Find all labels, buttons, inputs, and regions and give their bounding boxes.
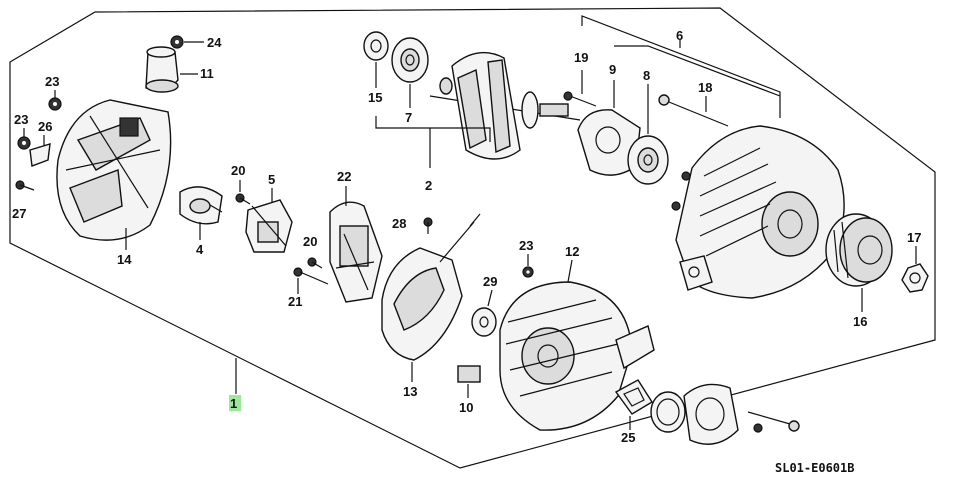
label-part-25[interactable]: 25 bbox=[621, 430, 635, 445]
part-17-nut[interactable] bbox=[901, 263, 929, 293]
label-part-28[interactable]: 28 bbox=[392, 216, 406, 231]
part-10-connector[interactable] bbox=[457, 365, 481, 383]
part-23-nut-b[interactable] bbox=[17, 136, 31, 150]
label-part-9[interactable]: 9 bbox=[609, 62, 616, 77]
part-11-cap[interactable] bbox=[145, 46, 179, 93]
label-part-22[interactable]: 22 bbox=[337, 169, 351, 184]
part-29-washer[interactable] bbox=[471, 307, 497, 337]
bearing-retainer[interactable] bbox=[683, 383, 739, 445]
part-7-bearing[interactable] bbox=[391, 37, 429, 83]
assembly-boundary bbox=[9, 7, 936, 469]
label-part-7[interactable]: 7 bbox=[405, 110, 412, 125]
part-22-regulator[interactable] bbox=[329, 201, 383, 303]
part-20-screw-b[interactable] bbox=[307, 257, 323, 269]
seal-ring[interactable] bbox=[650, 391, 686, 433]
label-part-1[interactable]: 1 bbox=[230, 396, 237, 411]
label-part-29[interactable]: 29 bbox=[483, 274, 497, 289]
label-part-23-c[interactable]: 23 bbox=[519, 238, 533, 253]
label-part-6[interactable]: 6 bbox=[676, 28, 683, 43]
label-part-23-b[interactable]: 23 bbox=[14, 112, 28, 127]
diagram-reference-code: SL01-E0601B bbox=[775, 461, 854, 475]
label-part-23-a[interactable]: 23 bbox=[45, 74, 59, 89]
part-18-bolt[interactable] bbox=[658, 94, 729, 127]
part-13-rectifier[interactable] bbox=[381, 213, 481, 361]
label-part-10[interactable]: 10 bbox=[459, 400, 473, 415]
label-part-24[interactable]: 24 bbox=[207, 35, 222, 50]
part-5-brush-holder[interactable] bbox=[245, 199, 293, 253]
label-part-12[interactable]: 12 bbox=[565, 244, 579, 259]
label-part-20-a[interactable]: 20 bbox=[231, 163, 245, 178]
label-part-27[interactable]: 27 bbox=[12, 206, 26, 221]
part-1-highlight bbox=[229, 395, 241, 411]
part-16-pulley[interactable] bbox=[825, 213, 893, 287]
callout-labels: 1 2 4 5 6 7 8 9 10 11 12 13 14 15 16 17 … bbox=[12, 28, 921, 445]
label-part-4[interactable]: 4 bbox=[196, 242, 204, 257]
label-part-26[interactable]: 26 bbox=[38, 119, 52, 134]
part-15-washer[interactable] bbox=[363, 31, 389, 61]
label-part-13[interactable]: 13 bbox=[403, 384, 417, 399]
label-part-19[interactable]: 19 bbox=[574, 50, 588, 65]
part-12-rear-housing[interactable] bbox=[499, 281, 655, 431]
part-24-nut[interactable] bbox=[170, 35, 184, 49]
label-part-5[interactable]: 5 bbox=[268, 172, 275, 187]
label-part-21[interactable]: 21 bbox=[288, 294, 302, 309]
part-21-bolt[interactable] bbox=[293, 267, 329, 285]
part-23-nut-a[interactable] bbox=[48, 97, 62, 111]
label-part-20-b[interactable]: 20 bbox=[303, 234, 317, 249]
label-part-2[interactable]: 2 bbox=[425, 178, 432, 193]
label-part-16[interactable]: 16 bbox=[853, 314, 867, 329]
label-part-14[interactable]: 14 bbox=[117, 252, 132, 267]
part-26-bracket[interactable] bbox=[29, 143, 51, 167]
part-19-screw[interactable] bbox=[563, 91, 597, 107]
part-4-insulator[interactable] bbox=[179, 186, 223, 225]
part-27-screw[interactable] bbox=[15, 180, 35, 191]
label-part-8[interactable]: 8 bbox=[643, 68, 650, 83]
part-6-front-housing[interactable] bbox=[671, 125, 845, 299]
part-2-rotor[interactable] bbox=[429, 51, 581, 160]
label-part-17[interactable]: 17 bbox=[907, 230, 921, 245]
part-23-nut-c[interactable] bbox=[522, 266, 534, 278]
part-8-bearing[interactable] bbox=[627, 135, 669, 185]
part-28-screw[interactable] bbox=[423, 217, 433, 234]
through-bolt[interactable] bbox=[747, 411, 800, 433]
label-part-11[interactable]: 11 bbox=[200, 66, 214, 81]
label-part-15[interactable]: 15 bbox=[368, 90, 382, 105]
part-14-rear-cover[interactable] bbox=[56, 99, 172, 241]
part-20-screw-a[interactable] bbox=[235, 193, 251, 205]
label-part-18[interactable]: 18 bbox=[698, 80, 712, 95]
part-25-gasket[interactable] bbox=[614, 379, 653, 415]
